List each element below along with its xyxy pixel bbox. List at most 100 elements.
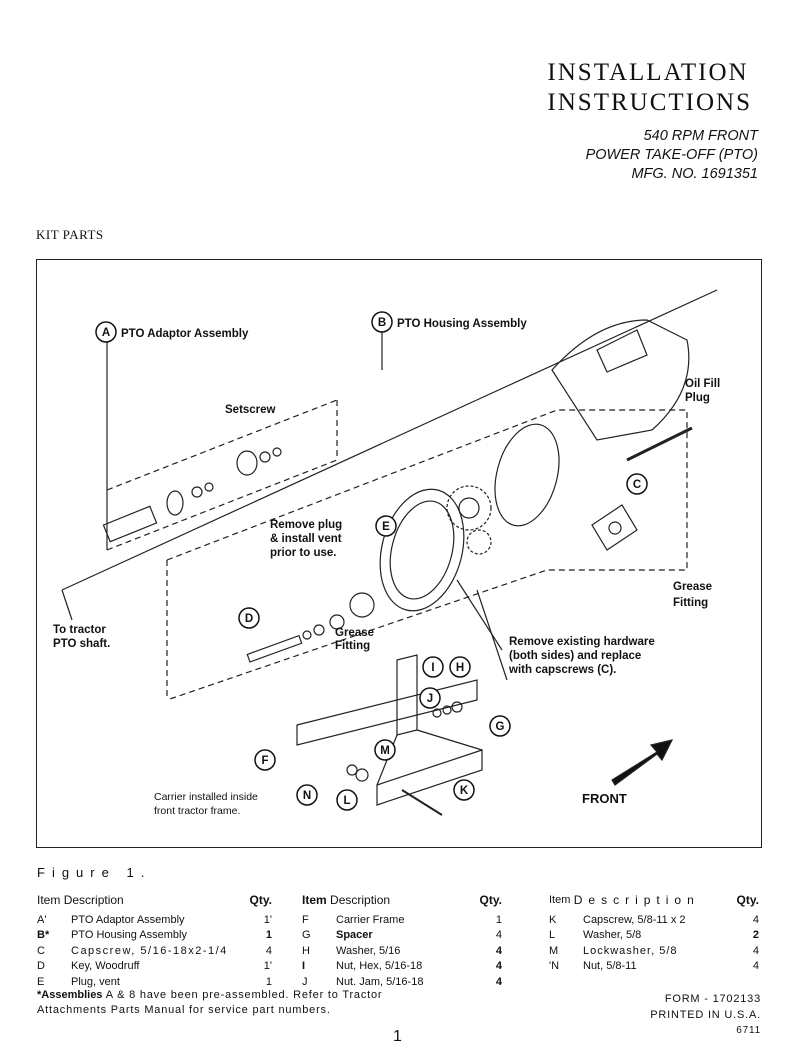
b-dashed-outline xyxy=(166,409,688,701)
housing-plate-rear xyxy=(494,423,560,527)
label-grease-right-2: Fitting xyxy=(673,597,708,609)
figure-caption: Figure 1. xyxy=(37,865,152,880)
page-number: 1 xyxy=(393,1028,402,1045)
label-to-tractor-2: PTO shaft. xyxy=(53,638,110,650)
carrier-upright xyxy=(396,654,418,736)
header-qty: Qty. xyxy=(736,893,759,907)
footnote-bold: *Assemblies xyxy=(37,989,103,1001)
parts-header-1: Item Description Qty. xyxy=(37,893,272,909)
label-grease-2: Fitting xyxy=(335,640,370,652)
label-oil-fill-2: Plug xyxy=(685,392,710,404)
footnote-text: A & 8 have been pre-assembled. Refer to … xyxy=(37,989,383,1016)
callout-letter-b: B xyxy=(378,317,386,329)
bearing-cap xyxy=(349,592,375,618)
cover-plate xyxy=(596,329,648,373)
header-item: Item xyxy=(37,893,61,907)
label-remove-plug-2: & install vent xyxy=(270,533,342,545)
label-carrier-2: front tractor frame. xyxy=(154,805,240,817)
label-remove-plug-3: prior to use. xyxy=(270,547,336,559)
header-item: Item xyxy=(302,893,327,907)
callout-letter-f: F xyxy=(261,755,268,767)
callout-letter-g: G xyxy=(496,721,505,733)
form-info: FORM - 1702133 PRINTED IN U.S.A. 6711 xyxy=(650,991,761,1039)
label-grease-right-1: Grease xyxy=(673,581,712,593)
label-grease-1: Grease xyxy=(335,627,374,639)
housing-plate-front xyxy=(379,488,465,612)
callout-letter-h: H xyxy=(456,662,464,674)
callout-letter-i: I xyxy=(431,662,434,674)
subtitle-line-3: MFG. NO. 1691351 xyxy=(631,166,758,182)
label-remove-hardware-2: (both sides) and replace xyxy=(509,650,641,662)
document-title: INSTALLATION INSTRUCTIONS xyxy=(547,58,752,118)
label-remove-hardware-3: with capscrews (C). xyxy=(508,664,616,676)
exploded-diagram: A B C D E G I H J K L M N F PTO Adaptor … xyxy=(53,289,720,817)
carrier-rail-right xyxy=(376,749,483,806)
shaft-centerline xyxy=(61,289,718,591)
adaptor-shaft xyxy=(102,505,158,543)
parts-header-3: Item Description Qty. xyxy=(549,893,759,909)
a-dashed-outline-bottom xyxy=(106,459,338,551)
title-line-1: INSTALLATION xyxy=(547,59,749,86)
a-dashed-outline-top xyxy=(106,399,338,491)
front-arrow xyxy=(611,739,674,786)
adaptor-coupler xyxy=(236,450,258,476)
callout-letter-c: C xyxy=(633,479,641,491)
callout-letter-m: M xyxy=(380,745,390,757)
subtitle-line-1: 540 RPM FRONT xyxy=(643,128,758,144)
subtitle-line-2: POWER TAKE-OFF (PTO) xyxy=(585,147,758,163)
housing-cover xyxy=(551,319,690,441)
front-shaft xyxy=(246,634,303,663)
callout-letter-n: N xyxy=(303,790,311,802)
label-setscrew: Setscrew xyxy=(225,404,276,416)
printed-in: PRINTED IN U.S.A. xyxy=(650,1009,761,1021)
parts-header-2: Item Description Qty. xyxy=(302,893,502,909)
form-code: 6711 xyxy=(736,1025,761,1036)
label-front: FRONT xyxy=(582,791,627,806)
assembly-footnote: *Assemblies A & 8 have been pre-assemble… xyxy=(37,988,437,1018)
callout-letter-d: D xyxy=(245,613,253,625)
header-description: Description xyxy=(63,893,124,907)
bearing-plate xyxy=(591,504,638,551)
exploded-view-figure: A B C D E G I H J K L M N F PTO Adaptor … xyxy=(36,259,762,848)
capscrew-k xyxy=(401,789,443,816)
label-pto-housing: PTO Housing Assembly xyxy=(397,318,527,330)
callout-letter-j: J xyxy=(427,693,433,705)
callout-letter-a: A xyxy=(102,327,110,339)
header-description: Description xyxy=(573,893,700,907)
header-description: Description xyxy=(330,893,391,907)
header-qty: Qty. xyxy=(249,893,272,907)
header-qty: Qty. xyxy=(479,893,502,907)
callout-letter-k: K xyxy=(460,785,469,797)
parts-column-1: Item Description Qty. A'PTO Adaptor Asse… xyxy=(37,893,272,990)
gear-large xyxy=(446,485,492,531)
title-line-2: INSTRUCTIONS xyxy=(547,89,752,116)
gear-small xyxy=(466,529,492,555)
callout-letter-l: L xyxy=(343,795,350,807)
label-to-tractor-1: To tractor xyxy=(53,624,106,636)
label-remove-hardware-1: Remove existing hardware xyxy=(509,636,655,648)
label-pto-adaptor: PTO Adaptor Assembly xyxy=(121,328,249,340)
label-remove-plug-1: Remove plug xyxy=(270,519,342,531)
section-title: KIT PARTS xyxy=(36,227,104,242)
document-subtitle: 540 RPM FRONT POWER TAKE-OFF (PTO) MFG. … xyxy=(586,127,758,184)
header-item: Item xyxy=(549,894,571,906)
callout-letter-e: E xyxy=(382,521,390,533)
form-number: FORM - 1702133 xyxy=(664,993,761,1005)
adaptor-flange xyxy=(166,490,184,516)
label-oil-fill-1: Oil Fill xyxy=(685,378,720,390)
